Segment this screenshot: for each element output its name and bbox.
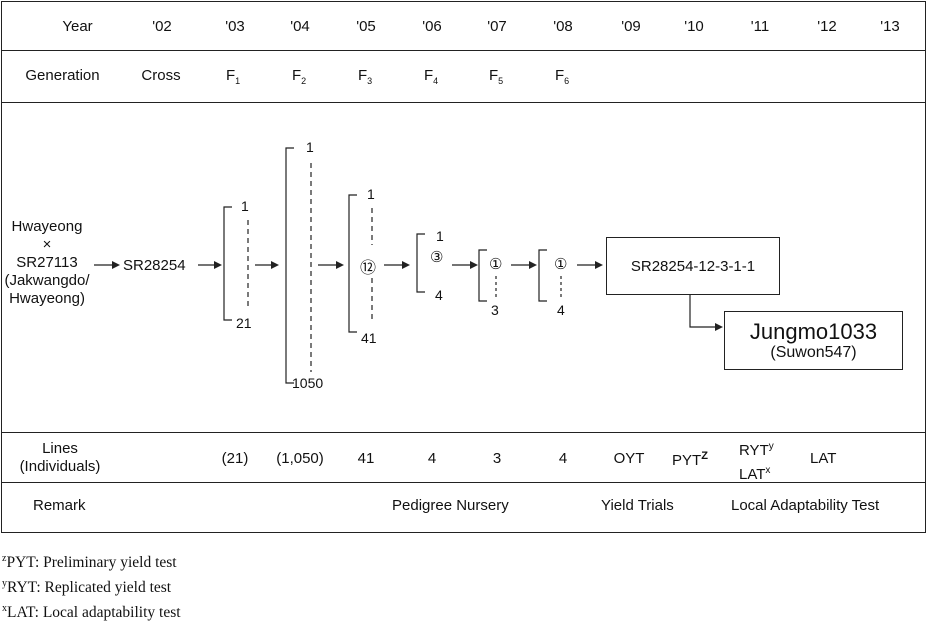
lines-value: 3: [492, 450, 502, 467]
arrowhead: [214, 261, 222, 269]
arrowhead: [715, 323, 723, 331]
arrowhead: [470, 261, 478, 269]
generation-cell: F4: [424, 67, 439, 86]
generation-cell: F1: [226, 67, 241, 86]
footnotes: zPYT: Preliminary yield test yRYT: Repli…: [2, 548, 181, 623]
year-cell: '12: [817, 18, 837, 35]
pyt-cell: PYTZ: [672, 450, 708, 469]
selected-line-marker: ③: [430, 249, 444, 266]
year-cell: '06: [422, 18, 442, 35]
year-label: Year: [62, 18, 93, 35]
lines-value: (21): [221, 450, 249, 467]
parent-line: SR27113: [16, 254, 78, 271]
variety-name: Jungmo1033: [749, 318, 878, 344]
breeding-table: [1, 1, 926, 533]
bracket-top-label: 1: [367, 186, 375, 202]
generation-cell: F3: [358, 67, 373, 86]
arrow: [689, 294, 716, 328]
parent-line: Hwayeong: [11, 218, 83, 235]
cross-symbol: ×: [42, 236, 52, 253]
year-cell: '07: [487, 18, 507, 35]
lines-label: Lines (Individuals): [6, 440, 114, 476]
row-divider: [2, 432, 925, 433]
bracket-bottom-label: 21: [236, 315, 252, 331]
footnote: xLAT: Local adaptability test: [2, 603, 181, 622]
parent-line: (Jakwangdo/: [4, 272, 90, 289]
variety-alias: (Suwon547): [770, 343, 857, 361]
bracket-bottom-label: 41: [361, 330, 377, 346]
lat-cell: LAT: [810, 450, 837, 467]
remark-pedigree: Pedigree Nursery: [392, 497, 509, 514]
selected-line-marker: ①: [554, 256, 568, 273]
arrowhead: [112, 261, 120, 269]
bracket-bottom-label: 3: [491, 302, 499, 318]
bracket-f6: [538, 249, 547, 302]
year-cell: '05: [356, 18, 376, 35]
bracket-f2: [285, 147, 294, 384]
remark-local: Local Adaptability Test: [731, 497, 880, 514]
year-cell: '04: [290, 18, 310, 35]
year-cell: '09: [621, 18, 641, 35]
year-cell: '08: [553, 18, 573, 35]
selected-line-box: SR28254-12-3-1-1: [606, 237, 780, 295]
ryt-lat-cell: RYTy LATx: [739, 441, 774, 483]
bracket-bottom-label: 1050: [292, 375, 324, 391]
arrowhead: [271, 261, 279, 269]
remark-yield: Yield Trials: [601, 497, 674, 514]
generation-cell: F2: [292, 67, 307, 86]
arrowhead: [529, 261, 537, 269]
bracket-top-label: 1: [436, 228, 444, 244]
selected-line-marker: ⑫: [360, 260, 377, 277]
bracket-f3: [348, 194, 357, 333]
variety-box: Jungmo1033 (Suwon547): [724, 311, 903, 370]
parent-cross: Hwayeong × SR27113 (Jakwangdo/ Hwayeong): [4, 218, 90, 308]
bracket-f1: [223, 206, 232, 321]
remark-label: Remark: [33, 497, 86, 514]
row-divider: [2, 482, 925, 483]
bracket-top-label: 1: [306, 139, 314, 155]
year-cell: '11: [750, 18, 770, 35]
cross-name: SR28254: [123, 257, 186, 274]
lines-value: 41: [357, 450, 375, 467]
lines-value: 4: [558, 450, 568, 467]
bracket-bottom-label: 4: [557, 302, 565, 318]
cross-cell: Cross: [141, 67, 181, 84]
arrowhead: [595, 261, 603, 269]
year-cell: '13: [880, 18, 900, 35]
oyt-cell: OYT: [613, 450, 645, 467]
year-cell: '02: [152, 18, 172, 35]
row-divider: [2, 50, 925, 51]
parent-line: Hwayeong): [9, 290, 85, 307]
generation-cell: F6: [555, 67, 570, 86]
lines-value: (1,050): [276, 450, 324, 467]
lines-label-line: (Individuals): [19, 458, 101, 475]
generation-label: Generation: [25, 67, 100, 84]
footnote: yRYT: Replicated yield test: [2, 578, 172, 597]
arrowhead: [336, 261, 344, 269]
bracket-top-label: 1: [241, 198, 249, 214]
bracket-f4: [416, 233, 425, 293]
row-divider: [2, 102, 925, 103]
selected-line-marker: ①: [489, 256, 503, 273]
bracket-bottom-label: 4: [435, 287, 443, 303]
generation-cell: F5: [489, 67, 504, 86]
year-cell: '03: [225, 18, 245, 35]
lines-label-line: Lines: [42, 440, 78, 457]
footnote: zPYT: Preliminary yield test: [2, 553, 177, 572]
lines-value: 4: [427, 450, 437, 467]
bracket-f5: [478, 249, 487, 302]
arrowhead: [402, 261, 410, 269]
year-cell: '10: [684, 18, 704, 35]
